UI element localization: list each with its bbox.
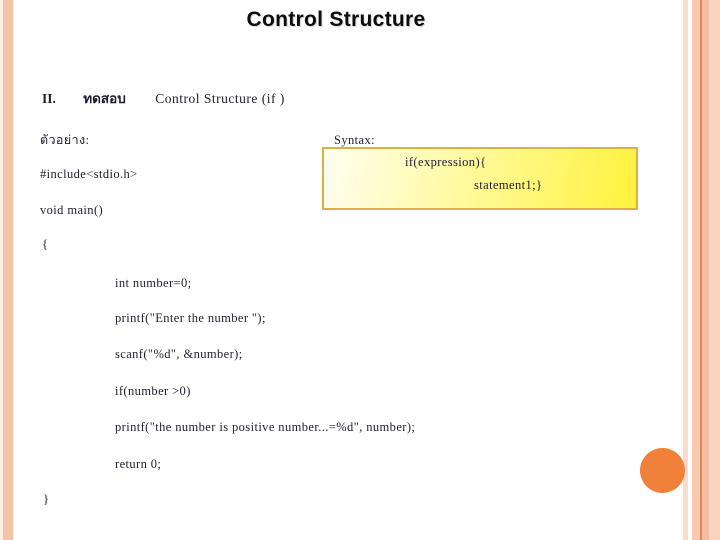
right-edge-stripe-5 <box>709 0 720 540</box>
decorative-orange-circle <box>640 448 685 493</box>
code-line-return: return 0; <box>115 457 162 471</box>
syntax-box-line1: if(expression){ <box>405 155 487 169</box>
syntax-box: if(expression){ statement1;} <box>322 147 638 210</box>
code-line-main: void main() <box>40 203 104 217</box>
code-line-printf-enter: printf("Enter the number "); <box>115 311 266 325</box>
heading-thai-word: ทดสอบ <box>83 91 126 106</box>
right-edge-stripe-dark-line <box>700 0 702 540</box>
right-edge-stripe-4 <box>702 0 709 540</box>
slide-title: Control Structure <box>246 8 426 31</box>
left-edge-pale-stripe <box>0 0 3 540</box>
code-line-printf-positive: printf("the number is positive number...… <box>115 420 416 434</box>
code-line-open-brace: { <box>42 237 49 251</box>
left-edge-salmon-stripe <box>3 0 13 540</box>
right-edge-stripe-1 <box>683 0 688 540</box>
section-heading: II. ทดสอบ Control Structure (if ) <box>42 87 285 109</box>
code-line-int: int number=0; <box>115 276 192 290</box>
heading-text: Control Structure (if ) <box>155 91 285 106</box>
code-line-close-brace: } <box>43 492 50 506</box>
syntax-box-line2: statement1;} <box>474 178 543 192</box>
heading-roman-numeral: II. <box>42 91 56 106</box>
example-label: ตัวอย่าง: <box>40 133 90 147</box>
code-line-scanf: scanf("%d", &number); <box>115 347 243 361</box>
right-edge-stripe-2 <box>692 0 700 540</box>
syntax-box-label: Syntax: <box>334 133 375 147</box>
code-line-include: #include<stdio.h> <box>40 167 138 181</box>
code-line-if: if(number >0) <box>115 384 191 398</box>
